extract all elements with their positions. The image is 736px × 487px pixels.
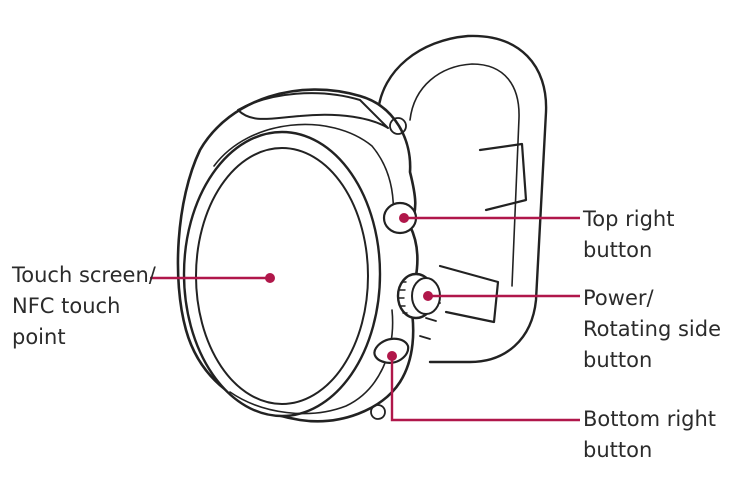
watch-lug-top	[237, 92, 389, 129]
label-line: button	[583, 348, 653, 372]
strap-hole	[425, 317, 437, 322]
crown-knurling	[398, 281, 408, 314]
label-top-right-button: Top right button	[583, 204, 674, 266]
label-line: point	[12, 325, 66, 349]
bottom-right-button	[373, 337, 410, 364]
label-line: NFC touch	[12, 294, 121, 318]
label-power-button: Power/ Rotating side button	[583, 283, 721, 376]
smartwatch-illustration	[176, 34, 548, 423]
callout-dot-top-right	[399, 213, 409, 223]
callout-dot-touch-screen	[265, 273, 275, 283]
callout-bottom-right	[387, 351, 580, 422]
leader-line-bottom-right	[390, 356, 580, 422]
watch-strap-lower	[438, 264, 500, 324]
callout-dot-power	[423, 291, 433, 301]
watch-screw	[389, 117, 407, 135]
callout-dot-bottom-right	[387, 351, 397, 361]
watch-strap-inner	[409, 63, 520, 287]
label-line: button	[583, 438, 653, 462]
callout-touch-screen	[150, 273, 275, 283]
label-bottom-right-button: Bottom right button	[583, 404, 716, 466]
watch-screw	[370, 404, 386, 420]
strap-hole	[419, 335, 431, 340]
watch-case-inner	[213, 123, 395, 231]
watch-screen	[195, 147, 369, 405]
watch-strap	[376, 34, 548, 364]
label-line: Top right	[583, 207, 675, 231]
label-touch-screen: Touch screen/ NFC touch point	[12, 260, 156, 353]
label-line: button	[583, 238, 653, 262]
callout-power	[423, 291, 580, 301]
label-line: Bottom right	[583, 407, 717, 431]
label-line: Touch screen/	[12, 263, 156, 287]
label-line: Power/	[583, 286, 654, 310]
callout-top-right	[399, 213, 580, 223]
label-line: Rotating side	[583, 317, 722, 341]
watch-strap-band	[478, 142, 528, 212]
